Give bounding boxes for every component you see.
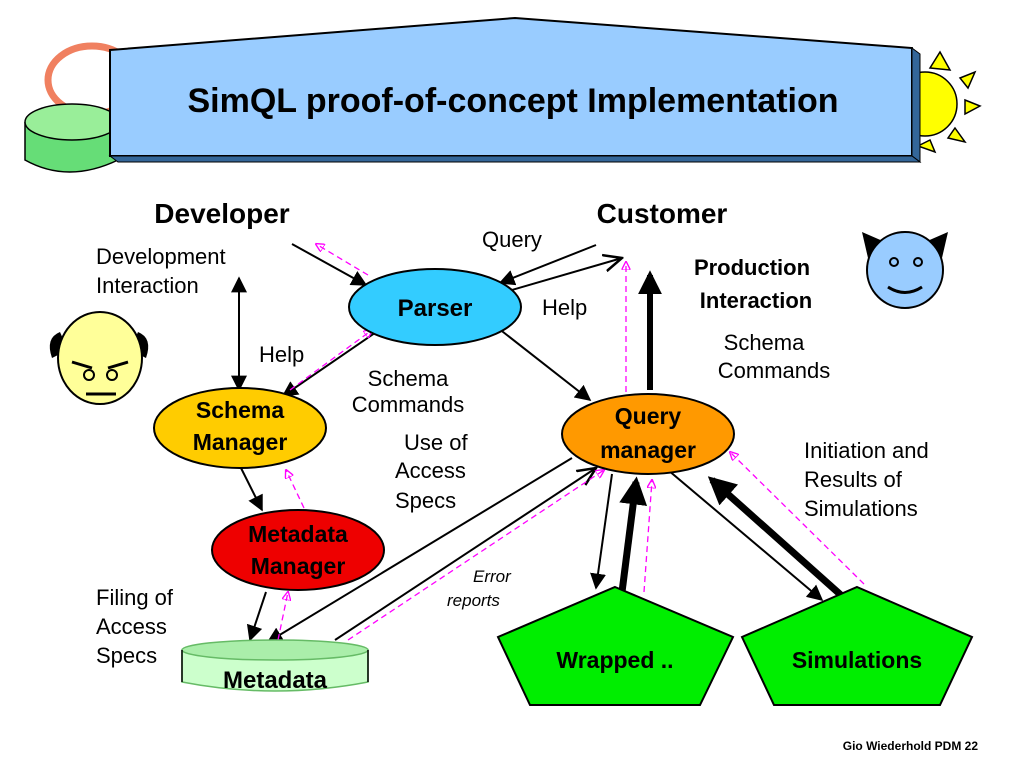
dashed-metadata-to-metamgr (277, 592, 288, 641)
schema-commands-right-2: Commands (718, 358, 830, 383)
dev-interaction-label-1: Development (96, 244, 226, 269)
simulations-label: Simulations (792, 647, 922, 673)
simulations-pentagon-node: Simulations (740, 585, 974, 706)
error-reports-label-2: reports (447, 591, 500, 610)
developer-face-icon (49, 311, 149, 405)
dashed-error-reports (347, 470, 604, 641)
arrow-query-to-metadata (266, 457, 573, 643)
initiation-label-3: Simulations (804, 496, 918, 521)
query-manager-node: Query manager (561, 393, 735, 475)
filing-label-2: Access (96, 614, 167, 639)
metadata-manager-label-1: Metadata (248, 521, 348, 547)
dashed-parser-to-developer (316, 244, 369, 276)
dashed-schema-to-parser (289, 330, 372, 391)
customer-heading: Customer (597, 198, 728, 229)
production-interaction-2: Interaction (700, 288, 812, 313)
arrow-parser-to-query (497, 327, 592, 401)
initiation-label-1: Initiation and (804, 438, 929, 463)
arrow-help-to-customer (504, 258, 622, 293)
metadata-manager-node: Metadata Manager (211, 509, 385, 591)
schema-commands-left-1: Schema (368, 366, 449, 391)
footer-credit: Gio Wiederhold PDM 22 (843, 739, 979, 753)
parser-node: Parser (348, 268, 522, 346)
dashed-simulations-to-query (730, 452, 865, 585)
help-right-label: Help (542, 295, 587, 320)
disk-ring-icon (24, 42, 140, 173)
arrow-query-to-parser (498, 244, 597, 286)
schema-manager-node: Schema Manager (153, 387, 327, 469)
initiation-label-2: Results of (804, 467, 903, 492)
schema-manager-label-2: Manager (193, 429, 288, 455)
customer-face-icon (862, 231, 948, 309)
metadata-manager-label-2: Manager (251, 553, 346, 579)
use-access-label-3: Specs (395, 488, 456, 513)
query-label: Query (482, 227, 542, 252)
thick-arrows (618, 270, 845, 599)
schema-manager-label-1: Schema (196, 397, 284, 423)
slide-title: SimQL proof-of-concept Implementation (187, 82, 838, 120)
developer-heading: Developer (154, 198, 289, 229)
error-reports-label-1: Error (473, 567, 512, 586)
parser-label: Parser (398, 295, 473, 322)
dashed-wrapped-to-query (643, 480, 652, 593)
arrow-query-to-simulations (667, 469, 824, 602)
schema-commands-right-1: Schema (724, 330, 805, 355)
use-access-label-1: Use of (404, 430, 468, 455)
schema-commands-left-2: Commands (352, 392, 464, 417)
annotation-labels: Development Interaction Query Help Help … (96, 227, 929, 668)
wrapped-label: Wrapped .. (556, 647, 673, 673)
metadata-label: Metadata (223, 667, 328, 694)
arrow-metamgr-to-metadata (246, 591, 267, 642)
use-access-label-2: Access (395, 458, 466, 483)
help-left-label: Help (259, 342, 304, 367)
dashed-metamgr-to-schema (286, 470, 305, 509)
arrow-schema-to-metadata-mgr (239, 465, 263, 512)
query-manager-label-1: Query (615, 403, 682, 429)
arrow-wrapped-to-query (618, 476, 648, 593)
title-banner (108, 16, 922, 163)
filing-label-3: Specs (96, 643, 157, 668)
production-interaction-1: Production (694, 255, 810, 280)
dev-interaction-label-2: Interaction (96, 273, 199, 298)
arrow-simulations-to-query (707, 476, 845, 599)
dashed-arrows (277, 244, 865, 641)
solid-arrows (231, 243, 824, 643)
metadata-cylinder-node: Metadata (181, 639, 369, 694)
arrow-developer-to-parser (291, 243, 368, 286)
query-manager-label-2: manager (600, 437, 696, 463)
arrow-query-to-wrapped (590, 473, 613, 590)
arrow-metadata-to-query (334, 468, 596, 641)
filing-label-1: Filing of (96, 585, 174, 610)
wrapped-pentagon-node: Wrapped .. (496, 585, 735, 706)
